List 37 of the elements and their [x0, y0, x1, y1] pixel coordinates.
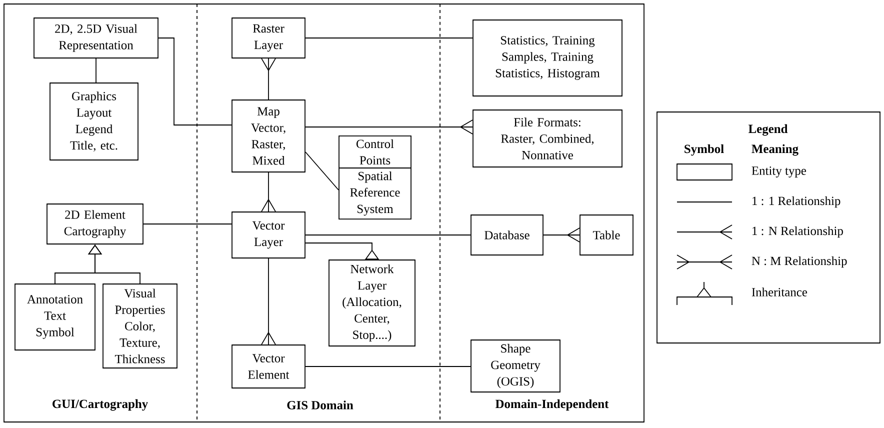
entity-box: Raster Layer: [232, 18, 306, 58]
entity-box: Annotation Text Symbol: [14, 284, 96, 350]
connector-line: [305, 242, 380, 260]
legend-text: N : M Relationship: [752, 256, 847, 268]
legend-text: Inheritance: [752, 288, 808, 296]
legend-heading: Legend: [748, 124, 788, 136]
entity-box: Network Layer (Allocation, Center, Stop....): [328, 260, 416, 346]
connector-line: [158, 38, 232, 126]
section-title: GIS Domain: [287, 400, 354, 410]
connector-line: [305, 366, 471, 367]
entity-box: Shape Geometry (OGIS): [470, 340, 560, 392]
connector-line: [305, 152, 339, 190]
section-title: GUI/Cartography: [52, 399, 148, 411]
entity-box: Table: [580, 214, 634, 256]
entity-box: File Formats: Raster, Combined, Nonnative: [472, 110, 622, 168]
entity-box: Statistics, Training Samples, Training Statistics, Histogram: [472, 20, 622, 96]
connector-line: [261, 58, 276, 100]
entity-box: Database: [470, 214, 544, 256]
legend-text: 1 : 1 Relationship: [752, 196, 840, 208]
legend-heading: Meaning: [752, 144, 798, 156]
entity-box: Vector Layer: [232, 212, 306, 258]
entity-box: Visual Properties Color, Texture, Thickness: [102, 284, 178, 368]
entity-box: 2D Element Cartography: [46, 204, 144, 244]
connector-line: [261, 172, 276, 212]
section-title: Domain-Independent: [495, 399, 609, 411]
connector-line: [261, 258, 276, 345]
legend-text: Entity type: [752, 166, 806, 178]
entity-box: Control Points Spatial Reference System: [338, 135, 412, 220]
legend-heading: Symbol: [684, 144, 724, 156]
entity-box: Graphics Layout Legend Title, etc.: [50, 82, 138, 160]
entity-box: Map Vector, Raster, Mixed: [232, 100, 306, 172]
connector-line: [543, 228, 580, 242]
connector-line: [305, 120, 473, 134]
legend-text: 1 : N Relationship: [752, 226, 843, 238]
entity-box: Vector Element: [232, 344, 306, 388]
connector-line: [305, 234, 471, 236]
entity-box: 2D, 2.5D Visual Representation: [34, 18, 158, 58]
